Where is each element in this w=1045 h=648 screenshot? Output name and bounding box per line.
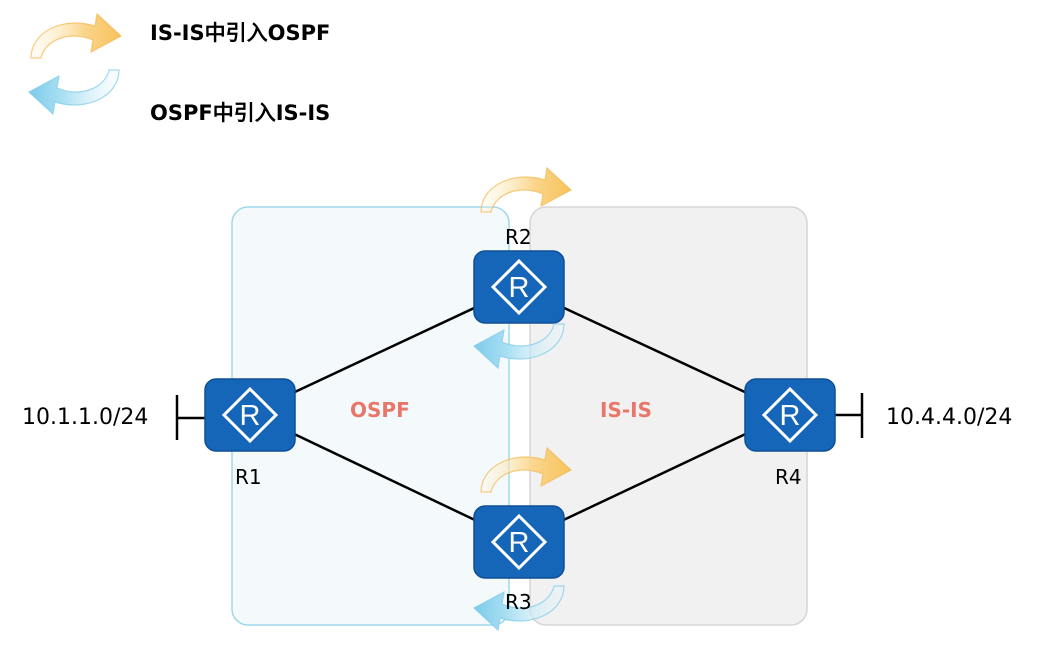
router-r3-label: R3	[505, 590, 532, 614]
legend-import-ospf-label: IS-IS中引入OSPF	[150, 21, 331, 45]
r2-import-ospf-arrow-icon	[480, 167, 572, 213]
router-r1-label: R1	[235, 465, 262, 489]
r1-network-label: 10.1.1.0/24	[22, 405, 149, 430]
router-r2-label: R2	[505, 225, 532, 249]
router-r1-icon	[203, 377, 297, 453]
router-r4-icon	[743, 377, 837, 453]
isis-area-label: IS-IS	[600, 398, 652, 422]
router-r2-icon	[472, 249, 566, 325]
router-r4-label: R4	[775, 465, 802, 489]
ospf-area-label: OSPF	[350, 398, 410, 422]
router-r3-icon	[472, 504, 566, 580]
legend-import-ospf-arrow-icon	[30, 13, 122, 59]
legend-import-isis-arrow-icon	[28, 69, 120, 115]
r4-network-label: 10.4.4.0/24	[886, 405, 1013, 430]
legend-import-isis-label: OSPF中引入IS-IS	[150, 101, 331, 125]
